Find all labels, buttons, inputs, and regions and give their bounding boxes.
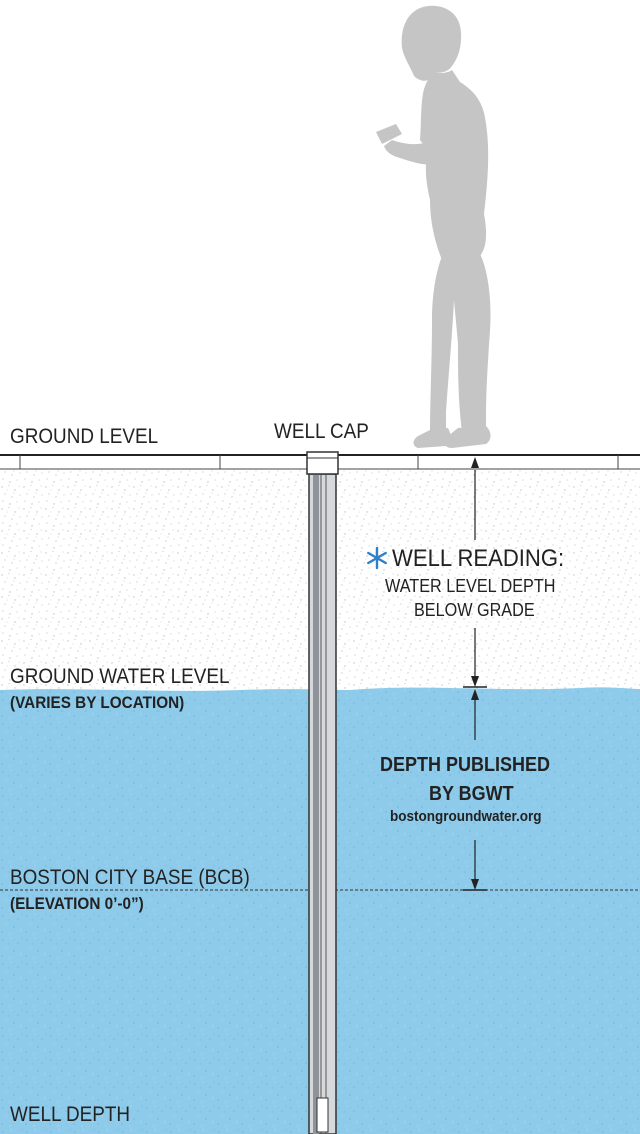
well-reading-title: WELL READING:: [392, 545, 565, 572]
person-silhouette-icon: [376, 5, 491, 448]
well-pipe: [308, 473, 337, 1134]
depth-published-line1: DEPTH PUBLISHED: [380, 754, 551, 776]
well-reading-dimension: [463, 457, 487, 688]
ground-water-level-label: GROUND WATER LEVEL: [10, 665, 230, 688]
asterisk-icon: [367, 546, 387, 570]
depth-published-line2: BY BGWT: [429, 783, 514, 805]
well-reading-line1: WATER LEVEL DEPTH: [385, 576, 556, 596]
bgwt-depth-dimension: [463, 689, 487, 891]
well-cap-label: WELL CAP: [274, 420, 369, 443]
ground-water-note: (VARIES BY LOCATION): [10, 693, 185, 712]
bcb-elevation-label: (ELEVATION 0’-0”): [10, 894, 144, 913]
well-cap-icon: [306, 451, 339, 475]
website-label: bostongroundwater.org: [390, 808, 542, 825]
ground-level-label: GROUND LEVEL: [10, 425, 159, 448]
well-depth-label: WELL DEPTH: [10, 1103, 131, 1126]
bcb-title-label: BOSTON CITY BASE (BCB): [10, 866, 250, 889]
well-reading-line2: BELOW GRADE: [414, 600, 535, 620]
